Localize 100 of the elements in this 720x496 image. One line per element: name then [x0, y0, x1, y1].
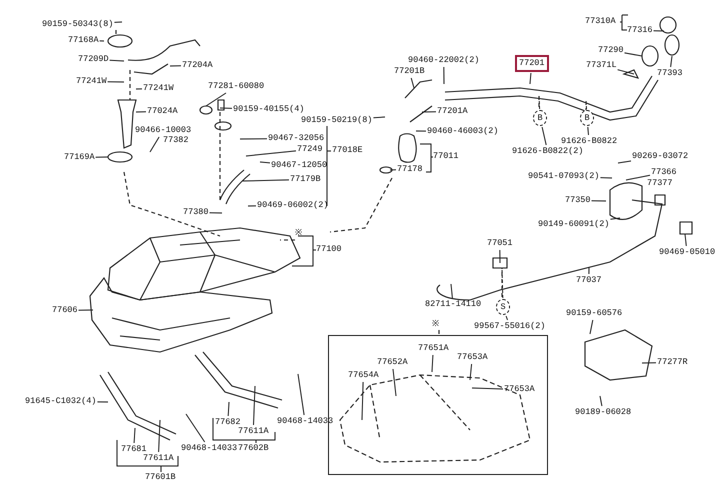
circled-letter: B — [533, 110, 547, 126]
part-number: 77653A — [504, 384, 535, 395]
leader-line — [99, 40, 104, 42]
leader-line — [450, 284, 453, 298]
part-number: 90159-50343(8) — [42, 19, 114, 30]
part-number: 77168A — [68, 35, 99, 46]
part-number: 77654A — [348, 370, 379, 381]
leader-line — [670, 56, 672, 68]
part-number: 77209D — [78, 54, 109, 65]
circled-letter: B — [580, 110, 594, 126]
leader-line — [626, 174, 650, 180]
leader-line — [134, 428, 136, 444]
leader-line — [542, 126, 547, 146]
leader-line — [586, 100, 587, 110]
part-number: 90541-07093(2) — [528, 171, 600, 182]
part-number: 77018E — [332, 145, 363, 156]
leader-line — [432, 354, 434, 372]
leader-line — [362, 382, 364, 420]
leader-line — [260, 162, 270, 164]
part-number: 90469-06002(2) — [257, 200, 328, 211]
part-number: 90159-60576 — [566, 308, 622, 319]
leader-line — [618, 160, 632, 164]
leader-line — [642, 362, 656, 364]
part-number: 82711-14110 — [425, 299, 482, 310]
part-number: 77037 — [576, 275, 602, 286]
leader-line — [422, 111, 436, 112]
leader-line — [591, 200, 606, 202]
part-number: 77606 — [52, 305, 78, 316]
leader-line — [158, 420, 160, 452]
part-number: 77611A — [143, 453, 174, 464]
leader-line — [107, 81, 124, 82]
leader-line — [624, 52, 642, 56]
asterisk-mark: ※ — [432, 319, 439, 330]
leader-line — [114, 22, 122, 23]
part-number: 77241W — [76, 76, 107, 87]
part-number: 90189-06028 — [575, 407, 632, 418]
part-number: 77393 — [657, 68, 683, 79]
part-number: 77201A — [437, 106, 468, 117]
leader-line — [538, 94, 540, 110]
leader-line — [240, 138, 268, 140]
part-number: 77602B — [238, 443, 269, 454]
part-number: 77377 — [647, 178, 673, 189]
part-number: 77382 — [163, 135, 189, 146]
part-number: 90466-10003 — [135, 125, 192, 136]
leader-line — [209, 212, 222, 214]
part-number: 77169A — [64, 152, 95, 163]
part-number: 91645-C1032(4) — [25, 396, 96, 407]
leader-line — [186, 414, 206, 442]
part-number: 77201B — [394, 66, 425, 77]
leader-line — [150, 136, 160, 152]
leader-line — [610, 218, 620, 220]
leader-line — [372, 116, 386, 118]
part-number: 77281-60080 — [208, 81, 264, 92]
part-number: 91626-B0822(2) — [512, 146, 584, 157]
leader-line — [587, 126, 589, 136]
part-number: 90467-12050 — [271, 160, 328, 171]
part-number: 77290 — [598, 45, 624, 56]
part-number: 99567-55016(2) — [474, 321, 546, 332]
leader-line — [390, 169, 396, 170]
leader-line — [416, 130, 426, 132]
part-number: 91626-B0822 — [561, 136, 618, 147]
leader-line — [502, 268, 504, 298]
part-number: 77652A — [377, 357, 408, 368]
leader-line — [590, 320, 594, 334]
leader-line — [78, 310, 94, 311]
leader-line — [109, 60, 124, 62]
leader-line — [588, 266, 590, 274]
part-number: 90460-22002(2) — [408, 55, 480, 66]
part-number: 90469-05010 — [659, 247, 716, 258]
part-number: 77653A — [457, 352, 488, 363]
part-number: 90467-32056 — [268, 133, 324, 144]
part-number: 77249 — [297, 144, 323, 155]
leader-line — [253, 386, 256, 426]
part-number: 90159-50219(8) — [301, 115, 372, 126]
leader-line — [506, 316, 508, 320]
leader-line — [96, 401, 108, 402]
part-number: 77011 — [433, 151, 459, 162]
leader-line — [530, 72, 532, 84]
part-number: 77366 — [651, 167, 677, 178]
leader-line — [228, 402, 230, 416]
leader-line — [246, 150, 296, 156]
leader-line — [170, 65, 182, 66]
leader-line — [206, 92, 226, 106]
part-number: 90159-40155(4) — [233, 104, 304, 115]
part-number: 90460-46003(2) — [427, 126, 498, 137]
part-number: 77100 — [316, 244, 342, 255]
leader-line — [136, 111, 146, 112]
part-number: 77024A — [147, 106, 178, 117]
part-number: 77682 — [215, 417, 241, 428]
part-number: 77178 — [397, 164, 423, 175]
part-number: 77651A — [418, 343, 449, 354]
leader-line — [653, 30, 664, 32]
leader-line — [600, 396, 602, 406]
part-number: 77179B — [290, 174, 321, 185]
part-number: 77681 — [121, 444, 147, 455]
part-number: 77201 — [515, 55, 549, 72]
circled-letter: S — [496, 299, 510, 315]
part-number: 77277R — [657, 357, 688, 368]
leader-line — [472, 388, 504, 390]
part-number: 77316 — [627, 25, 653, 36]
